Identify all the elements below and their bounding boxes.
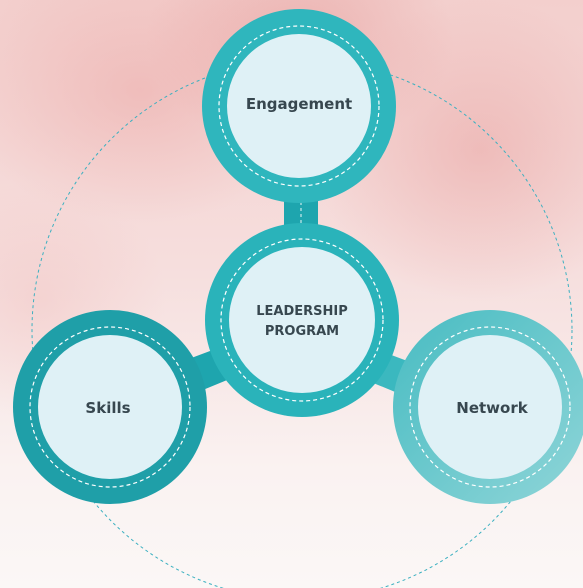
node-skills bbox=[13, 310, 207, 504]
outer-dashed-circle bbox=[31, 59, 573, 588]
center-label-line2: PROGRAM bbox=[264, 324, 340, 339]
node-network bbox=[393, 310, 583, 504]
node-engagement bbox=[202, 9, 396, 203]
skills-label: Skills bbox=[85, 399, 131, 417]
engagement-label: Engagement bbox=[245, 95, 353, 113]
center-label-line1: LEADERSHIP bbox=[256, 304, 348, 319]
node-center bbox=[205, 223, 399, 417]
network-label: Network bbox=[456, 399, 528, 417]
leadership-program-label: LEADERSHIP PROGRAM bbox=[256, 302, 348, 342]
